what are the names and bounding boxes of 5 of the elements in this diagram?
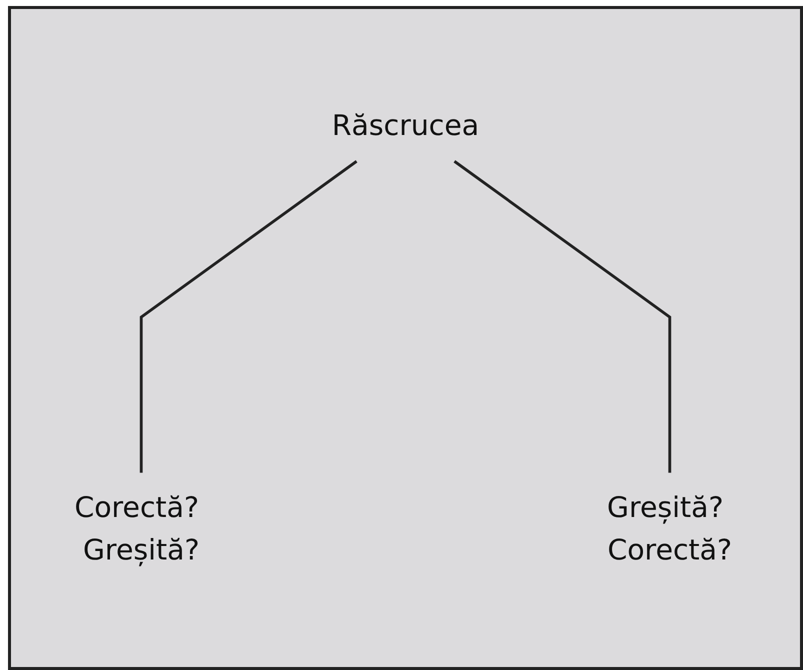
connector: [454, 160, 672, 472]
node-text: Răscrucea: [332, 109, 480, 142]
node-text: Corectă? Greșită?: [74, 491, 200, 567]
connector: [140, 160, 358, 472]
node-text: Greșită? Corectă?: [607, 491, 732, 567]
